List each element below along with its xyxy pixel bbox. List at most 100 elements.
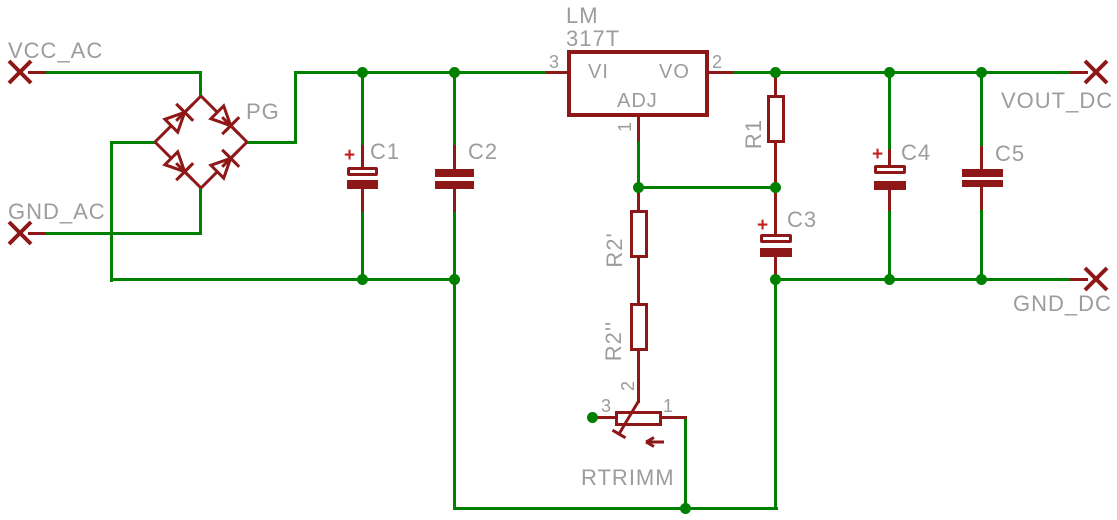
wire-c4-top <box>888 73 891 152</box>
wire-c4-bottom <box>888 210 891 281</box>
stub-vcc-terminal <box>28 71 46 74</box>
wire-gnd-rail-right <box>774 278 1074 281</box>
net-label-gnd-ac: GND_AC <box>8 199 106 224</box>
diode-bottom-left <box>162 149 195 182</box>
r2b-ref: R2'' <box>601 320 626 362</box>
junction-dot <box>633 182 644 193</box>
stub-adj-pin <box>637 115 640 141</box>
c4-plate-top[interactable] <box>874 165 906 174</box>
regulator-pin1-number: 1 <box>615 121 635 133</box>
wire-vcc-drop <box>199 71 202 98</box>
junction-dot <box>976 67 987 78</box>
wire-top-rail-in <box>294 71 548 74</box>
stub-c1-b <box>361 188 364 212</box>
c2-plate-bottom[interactable] <box>435 181 474 189</box>
c1-ref: C1 <box>370 139 401 164</box>
regulator-body[interactable] <box>567 50 709 117</box>
c5-plate-bottom[interactable] <box>962 180 1003 187</box>
terminal-vcc-ac-icon[interactable] <box>5 58 35 86</box>
stub-r1-a <box>774 74 777 96</box>
junction-dot <box>976 274 987 285</box>
c2-plate-top[interactable] <box>435 169 474 177</box>
bridge-rectifier-symbol[interactable] <box>140 80 262 198</box>
r1-ref: R1 <box>741 118 766 150</box>
trimmer-pin3-number: 3 <box>601 396 612 416</box>
regulator-pin-adj-label: ADJ <box>617 90 658 112</box>
wire-adj-vertical <box>637 139 640 189</box>
r2b-body[interactable] <box>630 303 648 351</box>
wire-trimmer-pin1-drop <box>684 419 687 510</box>
c3-ref: C3 <box>787 207 818 232</box>
wire-gnd-right-vertical <box>774 279 777 510</box>
stub-gndac-terminal <box>28 232 46 235</box>
wire-c2-top <box>453 73 456 147</box>
wire-adj-horizontal <box>637 186 777 189</box>
wire-c5-bottom <box>980 209 983 281</box>
junction-dot <box>770 67 781 78</box>
stub-r1-b <box>774 142 777 188</box>
diode-top-right <box>208 103 241 136</box>
wire-bridge-left <box>110 141 157 144</box>
junction-dot <box>884 67 895 78</box>
stub-gnddc-terminal <box>1070 278 1088 281</box>
wire-right-rise <box>294 71 297 144</box>
net-label-vcc-ac: VCC_AC <box>8 38 104 63</box>
wire-c2-bottom-long <box>453 210 456 510</box>
c3-plate-top[interactable] <box>760 234 792 243</box>
wire-c5-top <box>980 73 983 149</box>
stub-c5-a <box>980 146 983 171</box>
junction-dot <box>680 503 691 514</box>
stub-c3-a <box>774 188 777 235</box>
wire-gnd-ac-rise <box>199 187 202 235</box>
c5-ref: C5 <box>995 141 1026 166</box>
regulator-pin2-number: 2 <box>712 52 723 72</box>
c1-plate-top[interactable] <box>347 167 378 176</box>
trimmer-arrow-icon <box>645 436 664 448</box>
wire-c1-bottom <box>361 210 364 281</box>
stub-c5-b <box>980 185 983 210</box>
wire-bridge-right <box>245 141 297 144</box>
wire-vout-rail <box>731 71 1074 74</box>
terminal-gnd-ac-icon[interactable] <box>5 219 35 247</box>
trimmer-pin1-number: 1 <box>663 396 674 416</box>
stub-trimmer-pin1 <box>661 416 687 419</box>
c1-plate-bottom[interactable] <box>347 180 378 189</box>
trimmer-ref: RTRIMM <box>581 465 675 490</box>
terminal-vout-dc-icon[interactable] <box>1081 58 1111 86</box>
wire-gnd-rail-left <box>110 278 456 281</box>
junction-dot <box>770 274 781 285</box>
stub-c2-b <box>453 187 456 212</box>
diode-bottom-right <box>208 148 241 181</box>
stub-c3-b <box>774 256 777 281</box>
stub-r2a-top <box>637 189 640 211</box>
terminal-gnd-dc-icon[interactable] <box>1081 265 1111 293</box>
c3-plate-bottom[interactable] <box>760 248 792 257</box>
regulator-pin-vo-label: VO <box>659 61 690 83</box>
stub-c4-b <box>888 189 891 211</box>
r2a-body[interactable] <box>630 210 648 258</box>
c4-plate-bottom[interactable] <box>874 181 906 190</box>
junction-dot <box>357 67 368 78</box>
net-label-gnd-dc: GND_DC <box>1013 291 1112 316</box>
bridge-ref: PG <box>246 99 280 124</box>
stub-vo-pin <box>709 71 733 74</box>
c3-polarity-mark: + <box>757 215 769 236</box>
junction-dot <box>770 182 781 193</box>
regulator-ref-line2: 317T <box>566 26 621 51</box>
junction-dot <box>449 67 460 78</box>
net-label-vout-dc: VOUT_DC <box>1001 88 1114 113</box>
stub-trimmer-pin3 <box>595 416 616 419</box>
c4-polarity-mark: + <box>872 144 884 165</box>
stub-c1-a <box>361 145 364 168</box>
stub-vi-pin <box>546 71 567 74</box>
c4-ref: C4 <box>901 140 932 165</box>
wire-gnd-ac <box>44 232 202 235</box>
c1-polarity-mark: + <box>344 145 356 166</box>
regulator-pin-vi-label: VI <box>588 61 609 83</box>
c2-ref: C2 <box>468 139 499 164</box>
r1-body[interactable] <box>767 95 785 143</box>
stub-r2b-bottom <box>637 349 640 403</box>
c5-plate-top[interactable] <box>962 169 1003 177</box>
trimmer-pin2-number: 2 <box>618 380 638 392</box>
